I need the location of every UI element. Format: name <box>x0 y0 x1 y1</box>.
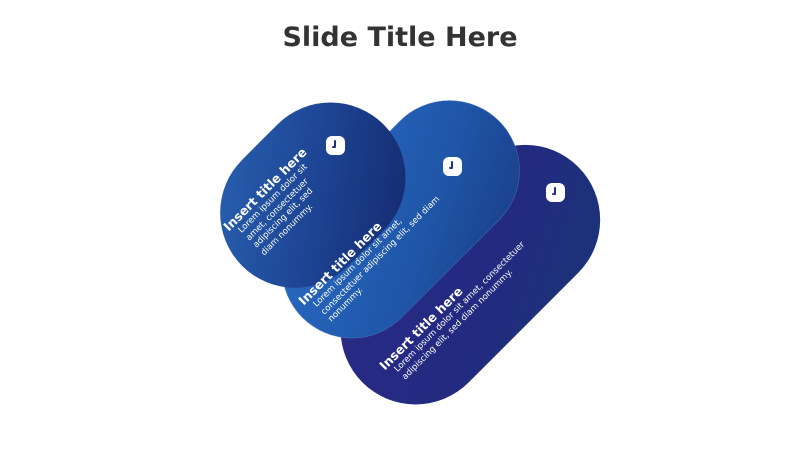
slide-title: Slide Title Here <box>282 22 518 53</box>
clock-icon <box>546 183 565 202</box>
band-1 <box>220 102 406 288</box>
clock-icon <box>443 157 462 176</box>
clock-icon <box>326 136 345 155</box>
band-3 <box>340 144 601 405</box>
